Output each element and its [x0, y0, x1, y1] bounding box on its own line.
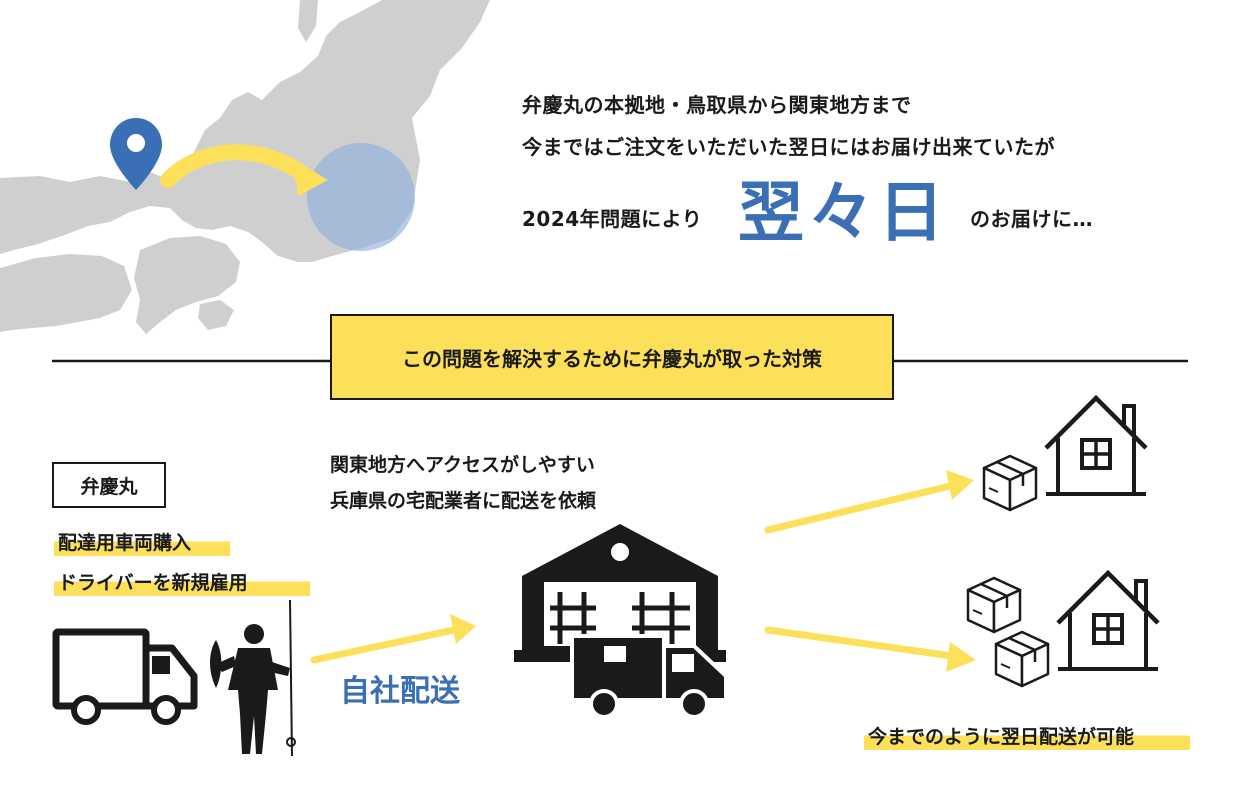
delivery-delay-highlight: 翌々日 [738, 174, 948, 251]
truck-icon [52, 628, 198, 725]
self-delivery-label: 自社配送 [340, 674, 460, 709]
company-label: 弁慶丸 [52, 462, 166, 508]
intro-line-3-suffix: のお届けに… [970, 207, 1093, 231]
intro-line-1: 弁慶丸の本拠地・鳥取県から関東地方まで [522, 93, 912, 117]
next-day-delivery-result: 今までのように翌日配送が可能 [864, 724, 1190, 750]
japan-map [0, 0, 490, 334]
box-icon [994, 630, 1050, 688]
box-icon [966, 576, 1022, 634]
highlight-driver-hiring: ドライバーを新規雇用 [54, 570, 310, 596]
courier-description-line-1: 関東地方へアクセスがしやすい [330, 454, 595, 476]
highlight-vehicle-purchase: 配達用車両購入 [54, 530, 230, 556]
location-pin-icon [110, 118, 162, 190]
arrow-to-house-upper [764, 470, 974, 534]
courier-description-line-2: 兵庫県の宅配業者に配送を依頼 [330, 490, 597, 512]
kanto-region-circle [307, 143, 415, 251]
warehouse-icon [514, 524, 728, 719]
intro-line-2: 今まではご注文をいただいた翌日にはお届け出来ていたが [522, 135, 1055, 159]
arrow-to-house-lower [764, 626, 976, 672]
countermeasure-banner: この問題を解決するために弁慶丸が取った対策 [330, 314, 894, 400]
map-route-arrow [160, 144, 328, 196]
box-icon [982, 454, 1038, 512]
house-icon [1058, 573, 1158, 669]
intro-line-3-prefix: 2024年問題により [522, 207, 703, 231]
fisherman-icon [210, 599, 296, 757]
house-icon [1046, 398, 1146, 494]
arrow-to-warehouse [310, 614, 476, 664]
